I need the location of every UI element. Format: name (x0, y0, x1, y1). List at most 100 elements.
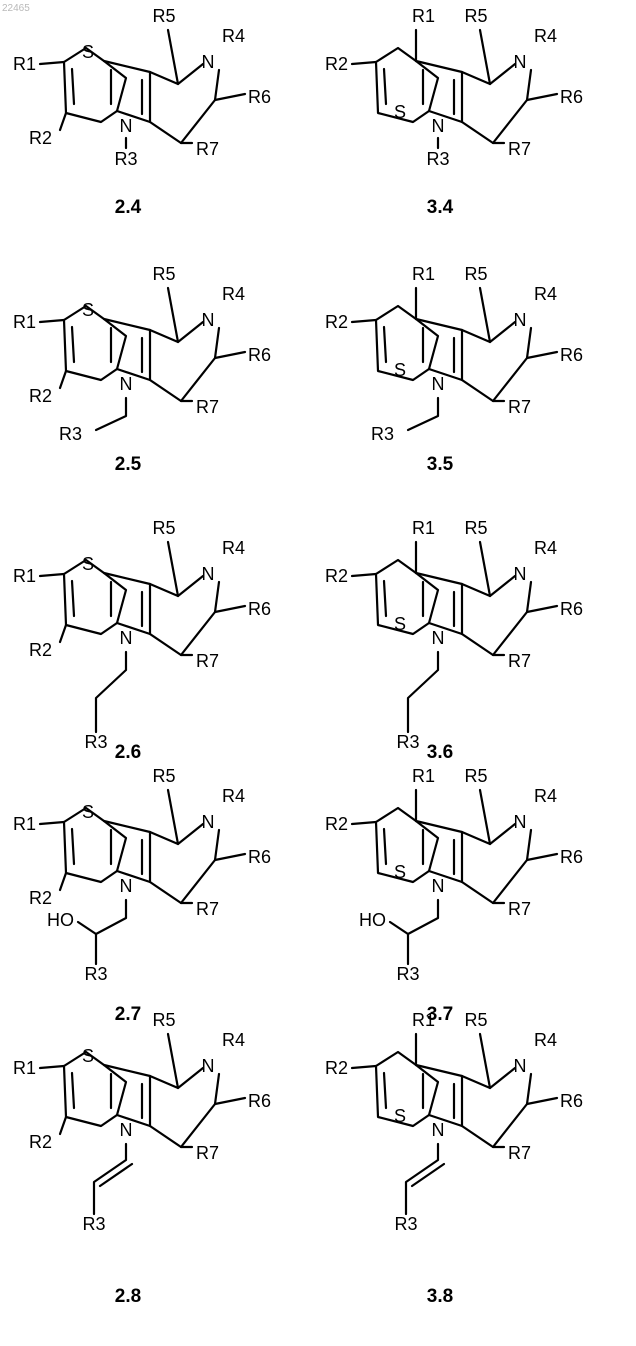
bond-r5 (480, 790, 490, 844)
r6-label: R6 (560, 847, 583, 867)
r6-label: R6 (248, 847, 271, 867)
bond-r6 (527, 606, 557, 612)
nitrogen-pyridine-label: N (202, 1056, 215, 1076)
nitrogen-pyridine-label: N (514, 1056, 527, 1076)
bond-ring-side (462, 1074, 531, 1147)
r7-label: R7 (196, 651, 219, 671)
compound-number: 2.6 (115, 742, 141, 763)
bond-r6 (215, 606, 245, 612)
bond-r5 (168, 1034, 178, 1088)
nitrogen-pyridine-label: N (514, 52, 527, 72)
compound-number: 3.8 (427, 1286, 453, 1307)
r6-label: R6 (560, 599, 583, 619)
nitrogen-pyrrole-label: N (432, 116, 445, 136)
r6-label: R6 (560, 1091, 583, 1111)
bond-r1 (40, 574, 64, 576)
r6-label: R6 (248, 345, 271, 365)
nitrogen-pyrrole-label: N (120, 628, 133, 648)
bond-r2 (60, 625, 66, 642)
r3-label: R3 (396, 732, 419, 752)
r4-label: R4 (534, 284, 557, 304)
bond-r6 (527, 94, 557, 100)
sulfur-label: S (82, 1046, 94, 1066)
r6-label: R6 (560, 87, 583, 107)
r7-label: R7 (196, 397, 219, 417)
r1-label: R1 (412, 6, 435, 26)
nitrogen-pyrrole-label: N (432, 876, 445, 896)
r2-label: R2 (325, 814, 348, 834)
bond-ring-side (462, 328, 531, 401)
compound-number: 3.6 (427, 742, 453, 763)
r2-label: R2 (325, 312, 348, 332)
bond-r5 (480, 542, 490, 596)
r7-label: R7 (508, 1143, 531, 1163)
r7-label: R7 (196, 1143, 219, 1163)
r5-label: R5 (152, 264, 175, 284)
nitrogen-pyridine-label: N (202, 564, 215, 584)
compound-number: 2.8 (115, 1286, 141, 1307)
bond-r1 (40, 62, 64, 64)
r4-label: R4 (534, 26, 557, 46)
r3-label: R3 (82, 1214, 105, 1234)
bond-oh (78, 922, 96, 934)
nitrogen-pyrrole-label: N (120, 1120, 133, 1140)
bond-r6 (215, 1098, 245, 1104)
r1-label: R1 (13, 312, 36, 332)
compound-number: 3.5 (427, 454, 454, 475)
nitrogen-pyridine-label: N (202, 812, 215, 832)
bond-r5 (480, 30, 490, 84)
bond-r2 (60, 113, 66, 130)
bond-r6 (527, 1098, 557, 1104)
sulfur-label: S (82, 42, 94, 62)
sulfur-label: S (394, 1106, 406, 1126)
r7-label: R7 (508, 139, 531, 159)
bond-ring-side (150, 830, 219, 903)
bond-r6 (527, 352, 557, 358)
r1-label: R1 (13, 54, 36, 74)
r4-label: R4 (534, 786, 557, 806)
structure-2-6: SNR1R2NR4R5R6R7R3 (13, 518, 271, 752)
r6-label: R6 (248, 1091, 271, 1111)
r3-label: R3 (371, 424, 394, 444)
r5-label: R5 (464, 518, 487, 538)
r4-label: R4 (534, 538, 557, 558)
r4-label: R4 (534, 1030, 557, 1050)
watermark-label: 22465 (2, 3, 30, 14)
bond-ring-side (150, 70, 219, 143)
structure-2-4: SNR1R2NR4R5R6R7R3 (13, 6, 271, 169)
bond-oh (390, 922, 408, 934)
bond-r2 (352, 320, 376, 322)
r5-label: R5 (152, 1010, 175, 1030)
sulfur-label: S (82, 554, 94, 574)
bond-r5 (168, 542, 178, 596)
r3-label: R3 (394, 1214, 417, 1234)
r6-label: R6 (560, 345, 583, 365)
bond-r1 (40, 1066, 64, 1068)
sulfur-label: S (394, 614, 406, 634)
bond-n-chain (96, 652, 126, 732)
r4-label: R4 (222, 1030, 245, 1050)
hydroxyl-label: HO (47, 910, 74, 930)
sulfur-label: S (394, 862, 406, 882)
bond-r2 (60, 371, 66, 388)
r2-label: R2 (325, 1058, 348, 1078)
nitrogen-pyrrole-label: N (432, 1120, 445, 1140)
r5-label: R5 (152, 6, 175, 26)
bond-r5 (168, 30, 178, 84)
r2-label: R2 (29, 1132, 52, 1152)
structure-2-8: SNR1R2NR4R5R6R7R3 (13, 1010, 271, 1234)
bond-r2 (352, 574, 376, 576)
bond-core-dbl (72, 69, 74, 104)
r1-label: R1 (412, 766, 435, 786)
structure-3-7: SNR1R2NR4R5R6R7HOR3 (325, 766, 583, 984)
bond-r5 (480, 288, 490, 342)
bond-r1 (40, 320, 64, 322)
r5-label: R5 (464, 1010, 487, 1030)
r5-label: R5 (152, 518, 175, 538)
bond-core-dbl (72, 327, 74, 362)
r4-label: R4 (222, 538, 245, 558)
r1-label: R1 (412, 264, 435, 284)
r1-label: R1 (412, 518, 435, 538)
bond-core-dbl (72, 1073, 74, 1108)
